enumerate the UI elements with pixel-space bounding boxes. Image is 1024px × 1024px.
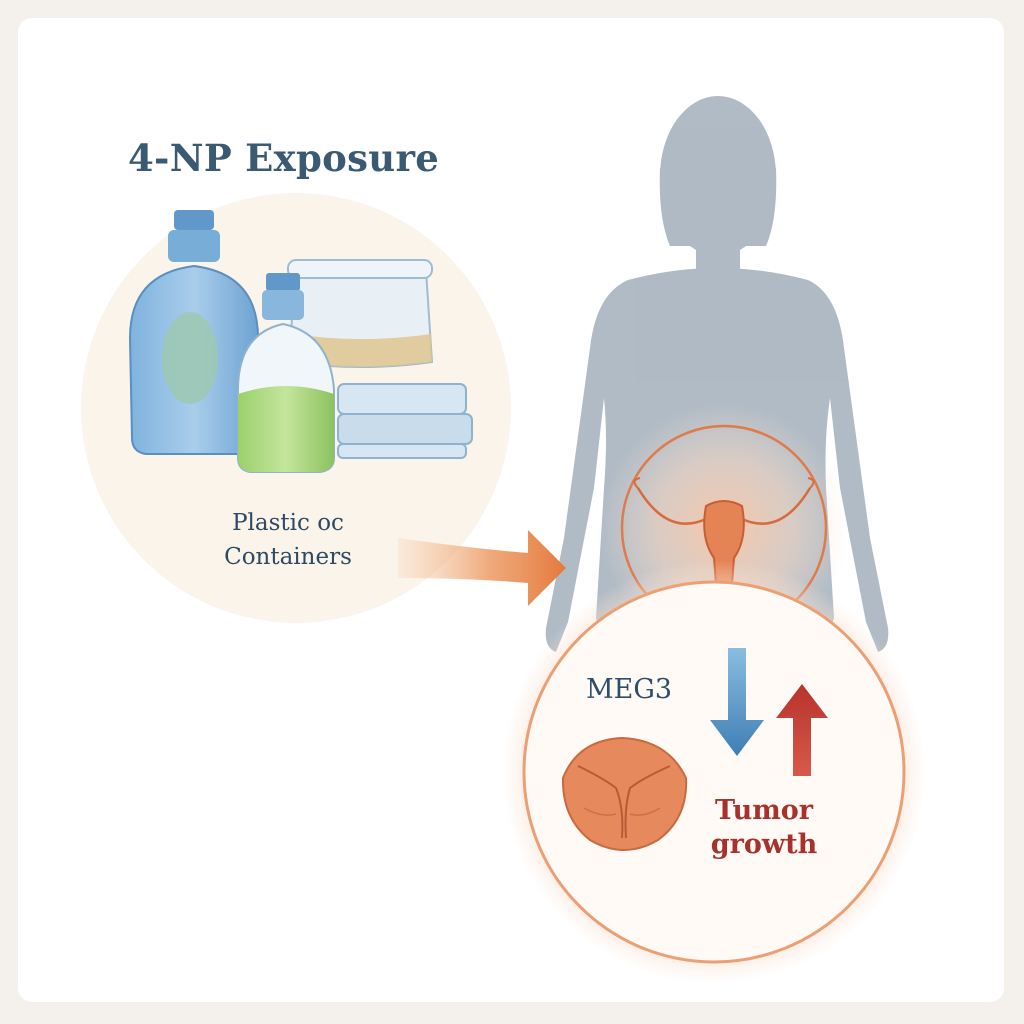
meg3-down-arrow [710, 648, 764, 756]
plastic-containers-icon [128, 210, 473, 473]
tumor-label-line2: growth [710, 829, 818, 860]
source-label-line2: Containers [224, 544, 352, 570]
meg3-label: MEG3 [586, 674, 673, 705]
source-label: Plastic oc Containers [168, 506, 408, 574]
tumor-growth-label: Tumor growth [684, 794, 844, 862]
uterus-tissue-icon [561, 736, 688, 851]
diagram-title: 4-NP Exposure [128, 136, 440, 180]
tumor-label-line1: Tumor [714, 795, 814, 826]
zoom-circle [522, 580, 906, 964]
diagram-frame: 4-NP Exposure Plastic oc Containers MEG3… [18, 18, 1004, 1002]
tumor-up-arrow [776, 684, 828, 776]
exposure-arrow [398, 530, 566, 606]
source-label-line1: Plastic oc [232, 510, 344, 536]
diagram-illustration [81, 96, 926, 984]
